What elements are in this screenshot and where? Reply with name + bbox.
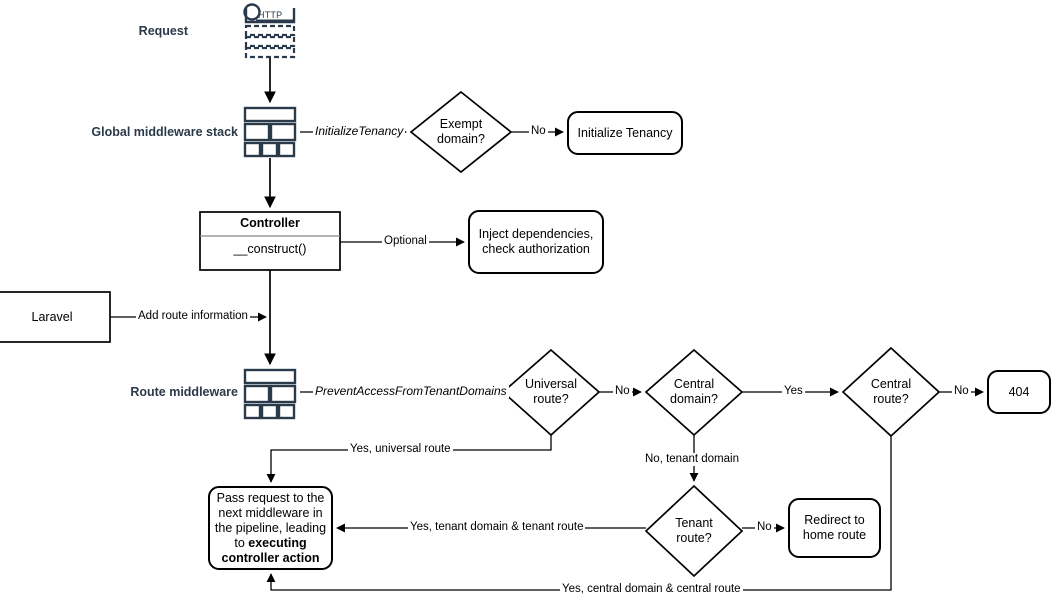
route-middleware-stack-icon — [243, 368, 297, 420]
label-global-middleware-stack: Global middleware stack — [91, 125, 238, 139]
node-404 — [987, 370, 1051, 414]
edge-label-central-route-no: No — [952, 385, 971, 398]
edge-label-universal-no: No — [613, 385, 632, 398]
edge-label-optional: Optional — [382, 235, 429, 248]
edge-label-add-route-information: Add route information — [136, 310, 250, 323]
edge-label-yes-central-domain-central-route: Yes, central domain & central route — [560, 583, 743, 596]
edge-label-yes-universal-route: Yes, universal route — [348, 443, 453, 456]
node-controller — [199, 211, 341, 271]
node-controller-title: Controller — [240, 216, 300, 230]
edge-label-yes-tenant-domain-tenant-route: Yes, tenant domain & tenant route — [408, 521, 586, 534]
node-universal-route — [501, 348, 601, 437]
node-initialize-tenancy — [567, 111, 683, 155]
node-inject-dependencies — [468, 210, 604, 274]
middleware-stack-icon — [243, 106, 297, 158]
label-route-middleware: Route middleware — [130, 385, 238, 399]
edge-label-tenant-route-no: No — [755, 521, 774, 534]
node-tenant-route — [644, 484, 744, 578]
edge-label-central-domain-yes: Yes — [782, 385, 805, 398]
edge-label-initialize-tenancy-middleware: InitializeTenancy — [313, 124, 406, 138]
node-central-domain — [644, 348, 744, 437]
edge-label-no-tenant-domain: No, tenant domain — [643, 453, 741, 466]
node-controller-method: __construct() — [233, 242, 307, 256]
node-central-route — [841, 346, 941, 438]
node-exempt-domain — [409, 90, 513, 174]
label-request: Request — [138, 24, 188, 38]
node-laravel — [0, 291, 111, 343]
node-pass-request — [208, 486, 333, 570]
http-icon-caption: HTTP — [258, 10, 283, 20]
http-request-icon — [243, 3, 296, 59]
edge-label-prevent-access-middleware: PreventAccessFromTenantDomains — [313, 384, 509, 398]
edge-label-exempt-no: No — [529, 125, 548, 138]
node-redirect-home — [788, 498, 881, 558]
